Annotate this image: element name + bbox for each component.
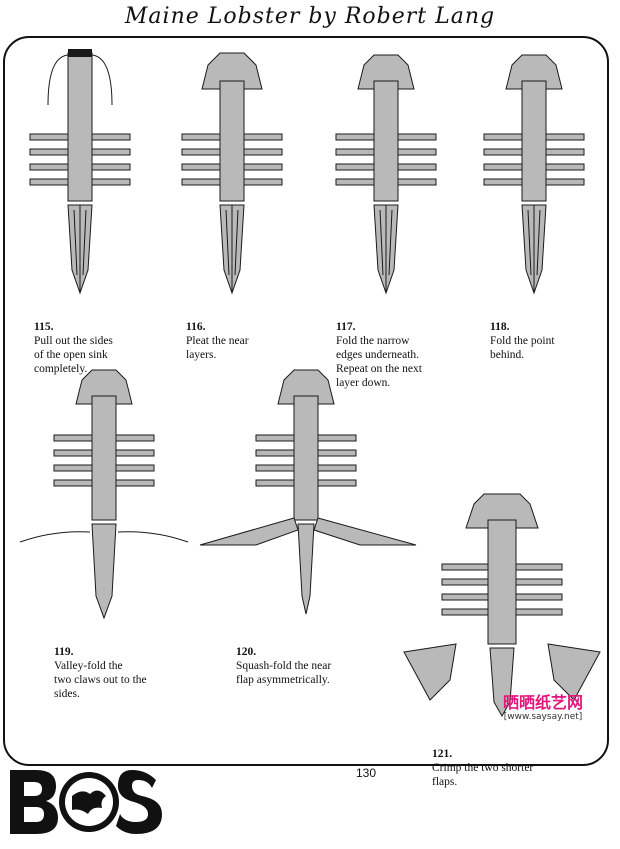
step-number: 116. (186, 321, 206, 333)
step-text: Fold the narrow edges underneath. Repeat… (336, 335, 422, 389)
step-number: 115. (34, 321, 54, 333)
diagram-step-119 (19, 369, 189, 620)
step-text: Pull out the sides of the open sink comp… (34, 335, 113, 375)
step-115-caption: 115. Pull out the sides of the open sink… (34, 306, 154, 376)
bos-logo (10, 770, 162, 834)
diagram-step-115 (29, 49, 131, 295)
step-117-caption: 117. Fold the narrow edges underneath. R… (336, 306, 456, 390)
bos-wordmark (10, 770, 162, 834)
watermark-title: 晒晒纸艺网 (502, 693, 583, 712)
diagram-step-120 (199, 369, 417, 615)
step-text: Squash-fold the near flap asymmetrically… (236, 660, 332, 686)
step-text: Pleat the near layers. (186, 335, 249, 361)
step-text: Fold the point behind. (490, 335, 555, 361)
step-text: Valley-fold the two claws out to the sid… (54, 660, 147, 700)
step-number: 118. (490, 321, 510, 333)
watermark-url: [www.saysay.net] (503, 712, 583, 722)
page-number: 130 (355, 766, 377, 780)
step-120-caption: 120. Squash-fold the near flap asymmetri… (236, 631, 376, 687)
step-number: 119. (54, 646, 74, 658)
step-number: 121. (432, 748, 453, 760)
step-119-caption: 119. Valley-fold the two claws out to th… (54, 631, 184, 701)
page-title: Maine Lobster by Robert Lang (124, 4, 496, 29)
step-121-caption: 121. Crimp the two shorter flaps. (432, 733, 572, 789)
site-watermark: 晒晒纸艺网 [www.saysay.net] (488, 694, 598, 723)
step-text: Crimp the two shorter flaps. (432, 762, 534, 788)
diagram-step-121 (403, 493, 601, 718)
step-number: 117. (336, 321, 356, 333)
page-frame (3, 36, 609, 766)
diagram-step-118 (483, 54, 585, 295)
lobster-model (29, 52, 131, 295)
step-number: 120. (236, 646, 257, 658)
diagram-step-116 (181, 52, 283, 295)
step-118-caption: 118. Fold the point behind. (490, 306, 600, 362)
step-116-caption: 116. Pleat the near layers. (186, 306, 296, 362)
diagram-step-117 (335, 54, 437, 295)
